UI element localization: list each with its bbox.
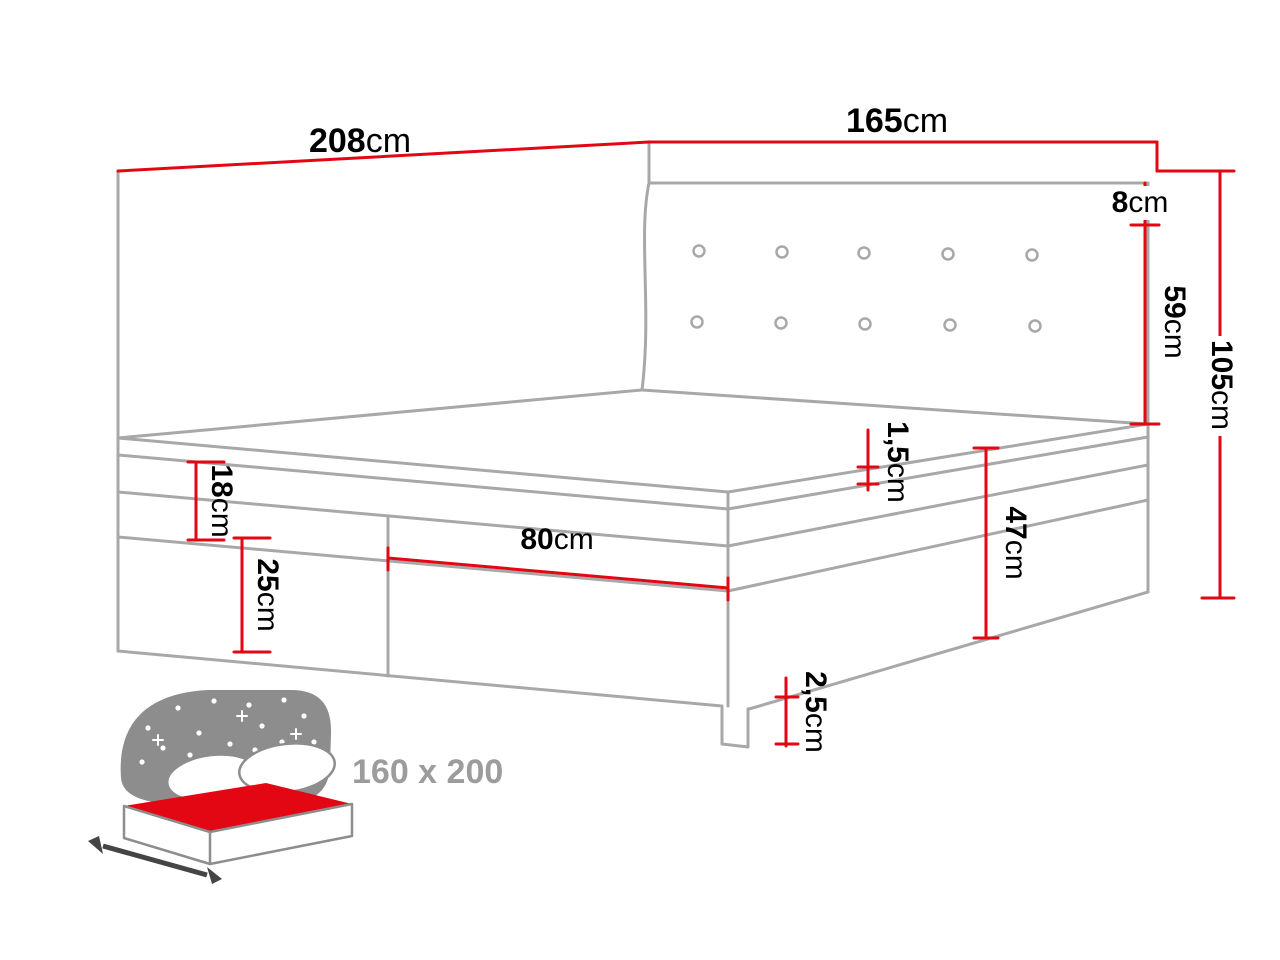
mattress-top-back-edge <box>116 388 644 440</box>
dim-total-height-label: 105cm <box>1205 340 1238 430</box>
dim-value: 165 <box>846 102 903 140</box>
headboard-button <box>858 317 872 331</box>
arrow-head-left <box>88 836 103 854</box>
star <box>187 752 193 758</box>
dim-drawer-ticks <box>386 546 730 602</box>
star <box>211 698 217 704</box>
dim-base-label: 25cm <box>251 558 284 631</box>
dim-headboard-top-label: 8cm <box>1112 186 1169 219</box>
sparkles <box>152 710 302 746</box>
dim-value: 2,5 <box>799 671 832 713</box>
length-arrow <box>88 836 222 884</box>
headboard-button <box>1025 248 1039 262</box>
dim-leg-label: 2,5cm <box>799 671 832 753</box>
dim-unit: cm <box>366 122 411 160</box>
star <box>196 730 202 736</box>
star <box>139 759 145 765</box>
sparkle-icon <box>290 728 302 740</box>
bed-drawing <box>116 181 1150 749</box>
headboard-top-and-right-edge <box>647 181 1150 594</box>
dim-unit: cm <box>999 540 1032 580</box>
arrow-line <box>102 843 208 878</box>
star <box>281 697 287 703</box>
headboard-button <box>690 315 704 329</box>
extension-lines <box>116 140 651 440</box>
star <box>175 705 181 711</box>
star <box>259 723 265 729</box>
size-label: 160 x 200 <box>352 753 503 791</box>
dim-drawer-line <box>386 556 730 590</box>
headboard-bottom-edge <box>640 388 1150 426</box>
label-bg-total-height <box>1199 336 1233 436</box>
dim-headboard-height-label: 59cm <box>1158 285 1191 358</box>
dim-base-ticks <box>232 536 272 654</box>
dimension-lines <box>116 140 1236 748</box>
dim-length-label: 208cm <box>309 122 411 160</box>
dim-unit: cm <box>903 102 948 140</box>
dim-length-line <box>116 140 651 173</box>
dim-unit: cm <box>205 498 238 538</box>
star <box>227 741 233 747</box>
mattress-top-front-edges <box>116 422 1150 494</box>
headboard-button <box>943 318 957 332</box>
dim-side-label: 47cm <box>999 506 1032 579</box>
star <box>311 739 317 745</box>
product-icon: 160 x 200 <box>88 689 503 884</box>
dim-mattress-ticks <box>186 460 226 542</box>
headboard-left-edge <box>640 181 651 392</box>
dim-value: 1,5 <box>881 421 914 463</box>
dim-value: 18 <box>205 464 238 497</box>
dim-drawer-label: 80cm <box>520 523 593 556</box>
arrow-head-right <box>207 867 222 884</box>
label-bg-headboard-top <box>1104 186 1176 220</box>
dim-width-label: 165cm <box>846 102 948 140</box>
dim-value: 8 <box>1112 186 1129 219</box>
dim-unit: cm <box>799 713 832 753</box>
dim-value: 59 <box>1158 285 1191 318</box>
dim-topper-label: 1,5cm <box>881 421 914 503</box>
dim-unit: cm <box>554 523 594 556</box>
blanket-top <box>124 783 352 832</box>
dim-leg-ticks <box>774 695 800 746</box>
dim-value: 47 <box>999 506 1032 539</box>
front-foot <box>720 704 750 749</box>
dim-value: 208 <box>309 122 366 160</box>
dim-value: 25 <box>251 558 284 591</box>
dim-topper-ticks <box>856 465 880 486</box>
dim-unit: cm <box>251 592 284 632</box>
star <box>301 713 307 719</box>
star <box>145 725 151 731</box>
sparkle-icon <box>236 710 248 722</box>
sparkle-icon <box>152 734 164 746</box>
headboard-button <box>774 316 788 330</box>
headboard-button <box>941 247 955 261</box>
headboard-buttons <box>690 244 1042 333</box>
base-bottom-right-edge <box>747 590 1150 711</box>
dim-value: 80 <box>520 523 553 556</box>
dim-side-ticks <box>972 446 1000 640</box>
headboard-button <box>775 245 789 259</box>
star <box>246 702 252 708</box>
headboard-button <box>857 246 871 260</box>
headboard-button <box>692 244 706 258</box>
icon-bed <box>122 742 354 866</box>
headboard-button <box>1028 319 1042 333</box>
dim-value: 105 <box>1205 340 1238 390</box>
dim-mattress-label: 18cm <box>205 464 238 537</box>
dim-unit: cm <box>1128 186 1168 219</box>
star <box>160 745 166 751</box>
dim-unit: cm <box>881 463 914 503</box>
dim-unit: cm <box>1205 390 1238 430</box>
base-bottom-left-edge <box>116 649 724 708</box>
dim-unit: cm <box>1158 319 1191 359</box>
